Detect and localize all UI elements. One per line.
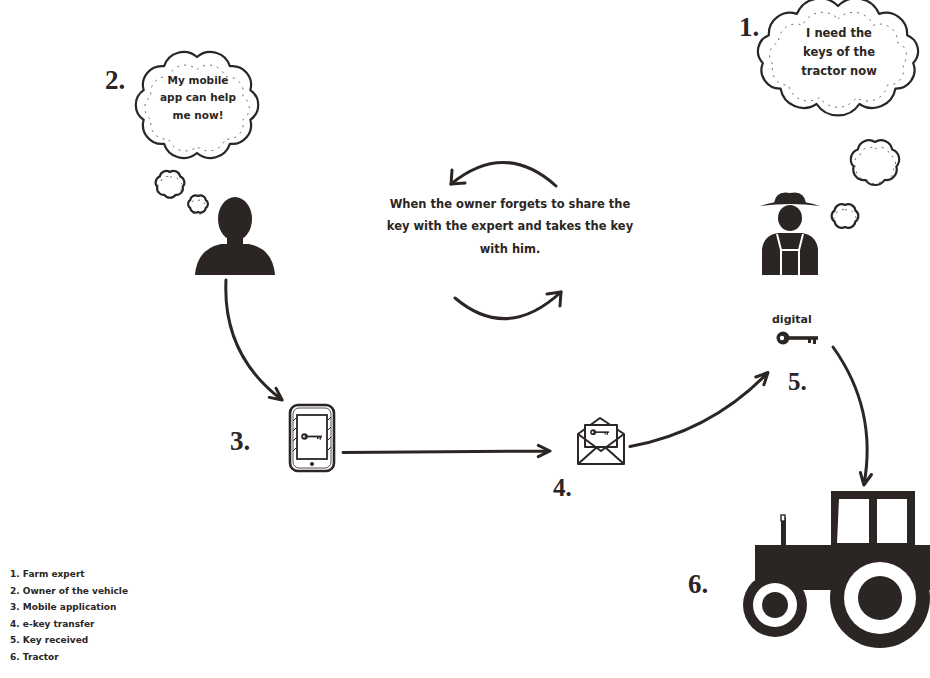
owner-silhouette bbox=[195, 197, 275, 275]
diagram-node: 2. My mobile app can help me now! bbox=[100, 50, 280, 280]
cycle-arrow-bottom bbox=[455, 292, 561, 319]
cloud-hatching bbox=[834, 209, 856, 228]
phone-icon-part bbox=[290, 405, 334, 471]
phone-icon-part bbox=[293, 408, 331, 468]
envelope-icon-part bbox=[578, 418, 624, 464]
legend-text: 4. e-key transfer bbox=[10, 619, 95, 629]
tractor-icon-part bbox=[830, 548, 930, 648]
flow-arrow bbox=[226, 280, 282, 400]
phone-icon-part bbox=[293, 417, 331, 451]
phone-icon-part bbox=[297, 415, 327, 459]
key-symbol bbox=[777, 332, 819, 345]
cycle-arrow-top bbox=[451, 162, 556, 186]
farmer-icon-part bbox=[777, 234, 803, 275]
key-symbol bbox=[590, 429, 609, 435]
tractor-icon-part bbox=[844, 562, 916, 634]
legend-text: 6. Tractor bbox=[10, 652, 59, 662]
tractor-icon-part bbox=[837, 499, 907, 543]
legend-row: 3. Mobile application bbox=[10, 599, 128, 616]
key-symbol-part bbox=[303, 435, 305, 437]
thought-cloud bbox=[136, 52, 258, 158]
diagram-node: 6. bbox=[685, 485, 930, 645]
cloud-hatching bbox=[770, 12, 907, 107]
flow-arrow bbox=[833, 347, 872, 485]
tractor-icon-part bbox=[762, 592, 788, 618]
callout-number: 6. bbox=[688, 571, 708, 598]
node-illustration bbox=[735, 0, 930, 280]
cloud-hatching bbox=[190, 200, 207, 214]
callout-number: 5. bbox=[788, 369, 807, 394]
legend-row: 1. Farm expert bbox=[10, 566, 128, 583]
legend-row: 6. Tractor bbox=[10, 649, 128, 666]
cloud-hatching bbox=[158, 176, 182, 198]
cloud-hatching bbox=[854, 147, 895, 183]
thought-text: My mobile app can help me now! bbox=[156, 72, 240, 124]
thought-cloud bbox=[832, 204, 859, 228]
key-symbol-part bbox=[604, 433, 605, 435]
tractor-icon bbox=[743, 491, 930, 648]
envelope-icon-part bbox=[578, 434, 624, 464]
key-symbol-part bbox=[592, 431, 594, 433]
legend-text: 3. Mobile application bbox=[10, 602, 116, 612]
callout-number: 3. bbox=[230, 428, 250, 455]
key-symbol-part bbox=[808, 339, 811, 343]
scenario-note: When the owner forgets to share the key … bbox=[378, 193, 642, 260]
callout-number: 1. bbox=[739, 14, 759, 41]
farmer-icon-part bbox=[774, 192, 806, 203]
arrow-head bbox=[451, 170, 465, 184]
tractor-icon-part bbox=[831, 491, 915, 547]
thought-text: I need the keys of the tractor now bbox=[795, 24, 883, 81]
key-symbol-part bbox=[777, 332, 790, 345]
thought-cloud bbox=[758, 0, 918, 115]
tractor-icon-part bbox=[858, 576, 902, 620]
legend-text: 2. Owner of the vehicle bbox=[10, 586, 128, 596]
farmer-icon-part bbox=[762, 233, 818, 275]
key-symbol-part bbox=[301, 433, 308, 440]
diagram-node: 1. I need the keys of the tractor now bbox=[735, 0, 930, 280]
key-symbol-part bbox=[590, 429, 596, 435]
legend-row: 4. e-key transfer bbox=[10, 616, 128, 633]
thought-cloud bbox=[851, 140, 899, 185]
diagram-node: digital 5. bbox=[768, 313, 833, 398]
key-symbol-part bbox=[320, 437, 322, 440]
phone-icon-part bbox=[310, 462, 314, 466]
cycle-arrows bbox=[451, 162, 561, 318]
phone-icon bbox=[290, 405, 334, 471]
tractor-icon-part bbox=[781, 517, 786, 549]
tractor-icon-part bbox=[753, 583, 797, 627]
legend-row: 2. Owner of the vehicle bbox=[10, 583, 128, 600]
tractor-icon-part bbox=[743, 573, 807, 637]
key-symbol-part bbox=[813, 339, 816, 344]
envelope-icon bbox=[578, 418, 624, 464]
diagram-node: 3. bbox=[228, 400, 343, 475]
arrow-head bbox=[547, 292, 561, 306]
farmer-icon-part bbox=[778, 205, 802, 231]
key-symbol-part bbox=[607, 433, 608, 435]
key-symbol bbox=[301, 433, 322, 440]
flow-arrow bbox=[630, 373, 768, 447]
flow-arrow bbox=[343, 445, 550, 456]
node-illustration bbox=[685, 485, 930, 645]
legend-text: 5. Key received bbox=[10, 635, 88, 645]
key-symbol-part bbox=[780, 336, 784, 340]
key-symbol-part bbox=[317, 437, 319, 439]
owner-silhouette-part bbox=[195, 244, 275, 275]
legend-text: 1. Farm expert bbox=[10, 569, 85, 579]
cloud-hatching bbox=[145, 65, 250, 151]
callout-number: 2. bbox=[105, 67, 125, 94]
legend: 1. Farm expert 2. Owner of the vehicle 3. … bbox=[10, 566, 128, 666]
farmer-icon bbox=[760, 192, 820, 275]
diagram-node: 4. bbox=[550, 415, 630, 505]
key-caption: digital bbox=[772, 313, 834, 327]
callout-number: 4. bbox=[553, 475, 572, 500]
legend-row: 5. Key received bbox=[10, 632, 128, 649]
thought-cloud bbox=[156, 171, 185, 198]
tractor-icon-part bbox=[781, 515, 785, 521]
